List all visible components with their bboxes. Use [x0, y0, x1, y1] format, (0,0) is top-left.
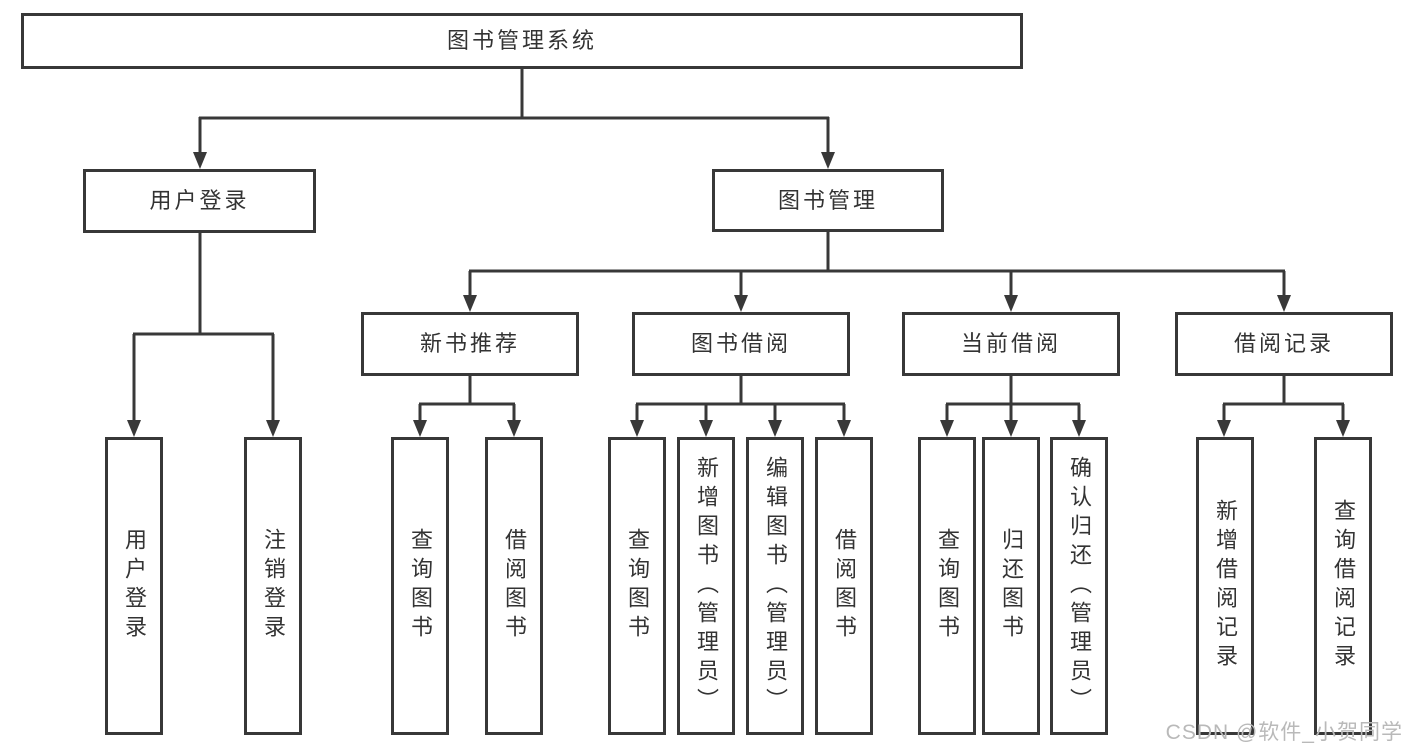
arrowhead-leaf-user-login: [127, 420, 141, 437]
leaf-edit-book-admin-label: 编辑图书（管理员）: [763, 455, 788, 717]
leaf-edit-book-admin: 编辑图书（管理员）: [746, 437, 804, 735]
leaf-borrow-books-2-label: 借阅图书: [832, 528, 857, 644]
node-book-borrowing-label: 图书借阅: [690, 331, 791, 356]
arrowhead-borrowing-records: [1277, 295, 1291, 312]
connector-user-login-children: [127, 233, 280, 437]
node-root: 图书管理系统: [21, 13, 1023, 69]
leaf-return-books-label: 归还图书: [999, 528, 1024, 644]
leaf-user-login-label: 用户登录: [122, 528, 147, 644]
connector-borrowing-records-children: [1217, 376, 1350, 437]
node-book-management: 图书管理: [712, 169, 944, 232]
node-current-borrowing: 当前借阅: [902, 312, 1120, 376]
leaf-borrow-books-1-label: 借阅图书: [502, 528, 527, 644]
arrowhead-leaf-logout: [266, 420, 280, 437]
leaf-borrow-books-2: 借阅图书: [815, 437, 873, 735]
arrowhead-leaf-borrow-books-1: [507, 420, 521, 437]
node-new-book-recommend: 新书推荐: [361, 312, 579, 376]
arrowhead-new-book-recommend: [463, 295, 477, 312]
node-borrowing-records: 借阅记录: [1175, 312, 1393, 376]
leaf-add-book-admin: 新增图书（管理员）: [677, 437, 735, 735]
connector-root-to-level2: [193, 68, 835, 169]
arrowhead-current-borrowing: [1004, 295, 1018, 312]
arrowhead-user-login: [193, 152, 207, 169]
leaf-add-book-admin-label: 新增图书（管理员）: [694, 455, 719, 717]
leaf-borrow-books-1: 借阅图书: [485, 437, 543, 735]
node-new-book-recommend-label: 新书推荐: [419, 331, 520, 356]
node-borrowing-records-label: 借阅记录: [1233, 331, 1334, 356]
leaf-logout: 注销登录: [244, 437, 302, 735]
connector-book-management-children: [463, 232, 1291, 312]
leaf-query-books-3-label: 查询图书: [935, 528, 960, 644]
connector-book-borrowing-children: [630, 376, 851, 437]
node-book-borrowing: 图书借阅: [632, 312, 850, 376]
leaf-query-books-1: 查询图书: [391, 437, 449, 735]
csdn-watermark: CSDN @软件_小贺同学: [1165, 721, 1403, 744]
arrowhead-book-management: [821, 152, 835, 169]
leaf-logout-label: 注销登录: [261, 528, 286, 644]
arrowhead-leaf-return-books: [1004, 420, 1018, 437]
leaf-query-borrow-record: 查询借阅记录: [1314, 437, 1372, 735]
node-user-login: 用户登录: [83, 169, 316, 233]
leaf-query-books-2: 查询图书: [608, 437, 666, 735]
arrowhead-leaf-confirm-return: [1072, 420, 1086, 437]
arrowhead-leaf-query-books-2: [630, 420, 644, 437]
leaf-query-books-2-label: 查询图书: [625, 528, 650, 644]
node-user-login-label: 用户登录: [149, 188, 250, 213]
connector-new-book-recommend-children: [413, 376, 521, 437]
leaf-query-books-3: 查询图书: [918, 437, 976, 735]
arrowhead-leaf-query-borrow-record: [1336, 420, 1350, 437]
node-book-management-label: 图书管理: [777, 187, 878, 213]
arrowhead-leaf-add-book: [699, 420, 713, 437]
node-current-borrowing-label: 当前借阅: [960, 331, 1061, 356]
arrowhead-leaf-add-borrow-record: [1217, 420, 1231, 437]
leaf-confirm-return-admin: 确认归还（管理员）: [1050, 437, 1108, 735]
leaf-confirm-return-admin-label: 确认归还（管理员）: [1067, 455, 1092, 717]
arrowhead-book-borrowing: [734, 295, 748, 312]
arrowhead-leaf-borrow-books-2: [837, 420, 851, 437]
leaf-user-login: 用户登录: [105, 437, 163, 735]
arrowhead-leaf-query-books-1: [413, 420, 427, 437]
leaf-query-books-1-label: 查询图书: [408, 528, 433, 644]
leaf-add-borrow-record: 新增借阅记录: [1196, 437, 1254, 735]
leaf-query-borrow-record-label: 查询借阅记录: [1331, 499, 1356, 673]
leaf-return-books: 归还图书: [982, 437, 1040, 735]
arrowhead-leaf-query-books-3: [940, 420, 954, 437]
node-root-label: 图书管理系统: [446, 28, 597, 53]
connector-current-borrowing-children: [940, 376, 1086, 437]
leaf-add-borrow-record-label: 新增借阅记录: [1213, 499, 1238, 673]
arrowhead-leaf-edit-book: [768, 420, 782, 437]
